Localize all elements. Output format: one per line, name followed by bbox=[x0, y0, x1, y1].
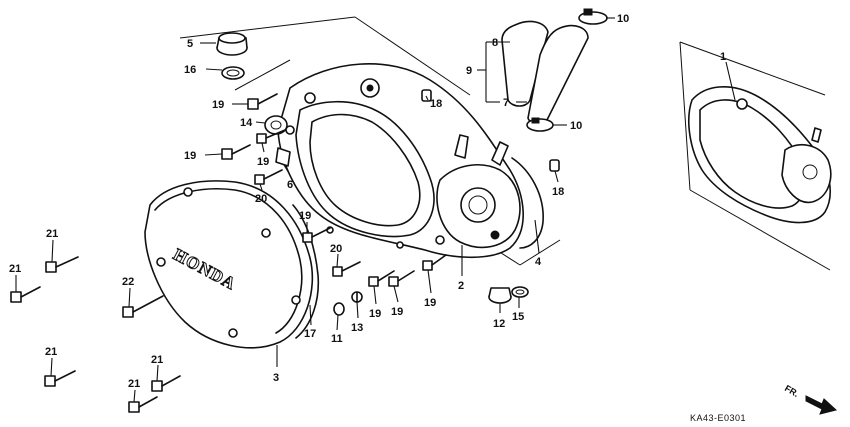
callout-2: 2 bbox=[458, 280, 464, 292]
bolt-19-b bbox=[221, 144, 251, 160]
sealing-washer bbox=[511, 286, 529, 298]
dowel-pin-upper bbox=[421, 89, 432, 102]
callout-5: 5 bbox=[187, 38, 193, 50]
callout-9: 9 bbox=[466, 65, 472, 77]
callout-21-d: 21 bbox=[151, 354, 163, 366]
cover-gasket bbox=[292, 204, 320, 339]
diagram-code: KA43-E0301 bbox=[690, 413, 746, 423]
bolt-19-e bbox=[368, 270, 395, 287]
callout-19-d: 19 bbox=[299, 210, 311, 222]
callout-21-a: 21 bbox=[46, 228, 58, 240]
hose-clamp-upper bbox=[578, 8, 608, 25]
callout-10-upper: 10 bbox=[617, 13, 629, 25]
callout-17: 17 bbox=[304, 328, 316, 340]
callout-19-a: 19 bbox=[212, 99, 224, 111]
callout-19-e: 19 bbox=[369, 308, 381, 320]
bolt-21-b bbox=[10, 286, 41, 303]
callout-10-lower: 10 bbox=[570, 120, 582, 132]
water-pump-housing bbox=[436, 134, 521, 249]
bolts bbox=[10, 93, 447, 413]
callout-19-c: 19 bbox=[257, 156, 269, 168]
clutch-cover: HONDA bbox=[144, 180, 314, 349]
leader-lines bbox=[15, 17, 736, 403]
assembled-cover-inset bbox=[688, 85, 832, 224]
callout-22: 22 bbox=[122, 276, 134, 288]
bracket bbox=[275, 147, 291, 167]
callout-numbers: 1 2 3 4 5 6 7 8 9 10 10 11 12 13 14 15 1… bbox=[9, 13, 726, 390]
callout-21-e: 21 bbox=[128, 378, 140, 390]
bolt-21-d bbox=[151, 375, 181, 392]
callout-19-g: 19 bbox=[424, 297, 436, 309]
bolt-21-a bbox=[45, 256, 79, 273]
callout-19-b: 19 bbox=[184, 150, 196, 162]
callout-14: 14 bbox=[240, 117, 253, 129]
bolt-19-g bbox=[422, 254, 447, 271]
callout-8: 8 bbox=[492, 37, 498, 49]
bolt-22 bbox=[122, 295, 164, 318]
callout-21-c: 21 bbox=[45, 346, 57, 358]
dowel-pin-lower bbox=[549, 159, 560, 172]
front-label: FR. bbox=[783, 383, 801, 399]
bolt-19-c bbox=[256, 129, 286, 144]
callout-16: 16 bbox=[184, 64, 196, 76]
callout-11: 11 bbox=[331, 333, 343, 345]
callout-13: 13 bbox=[351, 322, 363, 334]
hose-clamp-lower bbox=[526, 117, 554, 132]
callout-15: 15 bbox=[512, 311, 524, 323]
callout-1: 1 bbox=[720, 51, 726, 63]
callout-20-a: 20 bbox=[255, 193, 267, 205]
pump-gasket bbox=[511, 157, 544, 249]
callout-12: 12 bbox=[493, 318, 505, 330]
front-direction-indicator: FR. bbox=[783, 383, 838, 415]
washer-11 bbox=[333, 302, 345, 316]
callout-18-lower: 18 bbox=[552, 186, 564, 198]
front-arrow-icon bbox=[805, 395, 838, 415]
water-hoses bbox=[501, 20, 589, 125]
bolt-21-e bbox=[128, 396, 158, 413]
bolt-20-a bbox=[254, 169, 283, 185]
callout-7: 7 bbox=[503, 97, 509, 109]
bolt-13 bbox=[351, 291, 363, 303]
oil-filler-cap bbox=[216, 32, 248, 56]
callout-6: 6 bbox=[287, 179, 293, 191]
bolt-19-f bbox=[388, 270, 415, 287]
callout-21-b: 21 bbox=[9, 263, 21, 275]
callout-3: 3 bbox=[273, 372, 279, 384]
callout-18-upper: 18 bbox=[430, 98, 442, 110]
o-ring bbox=[221, 66, 245, 80]
callout-4: 4 bbox=[535, 256, 542, 268]
callout-19-f: 19 bbox=[391, 306, 403, 318]
drain-plug bbox=[488, 287, 512, 304]
bolt-21-c bbox=[44, 370, 76, 387]
callout-20-b: 20 bbox=[330, 243, 342, 255]
bolt-19-a bbox=[247, 93, 278, 110]
